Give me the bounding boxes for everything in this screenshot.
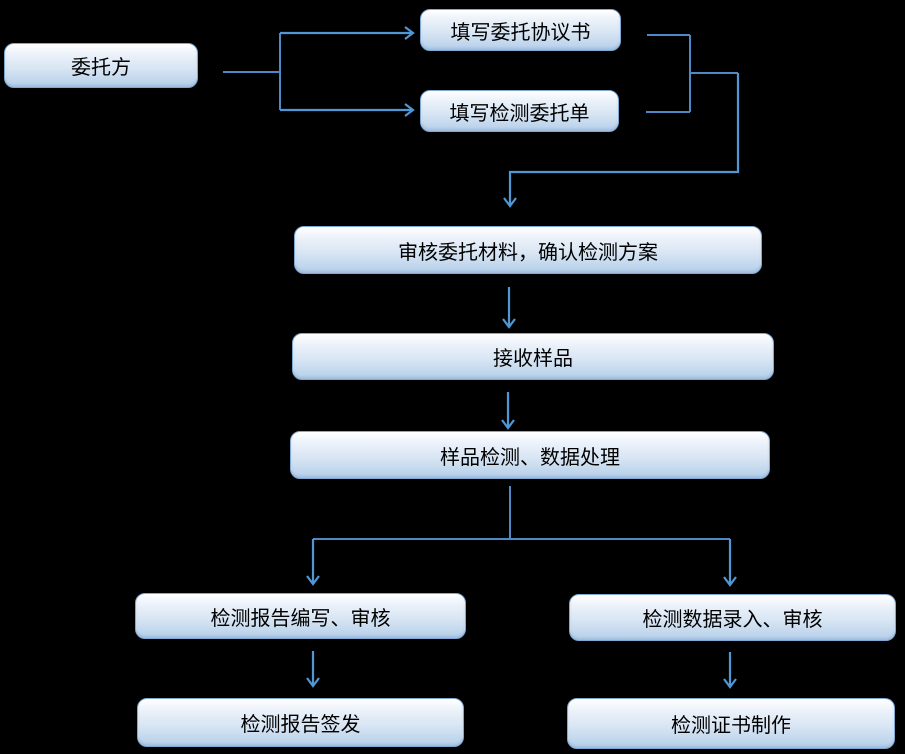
flow-node-cert-make: 检测证书制作 (567, 698, 895, 749)
flow-node-receive-samples: 接收样品 (292, 333, 774, 380)
arrow-merge-to-review (503, 73, 740, 208)
flow-node-review-materials: 审核委托材料，确认检测方案 (294, 226, 762, 274)
flow-node-client: 委托方 (4, 43, 198, 88)
flow-node-report-write: 检测报告编写、审核 (135, 593, 466, 639)
flow-node-data-entry: 检测数据录入、审核 (569, 594, 896, 641)
flow-node-fill-order: 填写检测委托单 (420, 90, 619, 132)
flow-node-test-samples: 样品检测、数据处理 (290, 431, 770, 479)
flow-node-fill-agreement: 填写委托协议书 (420, 9, 621, 51)
flow-node-report-issue: 检测报告签发 (137, 698, 464, 747)
